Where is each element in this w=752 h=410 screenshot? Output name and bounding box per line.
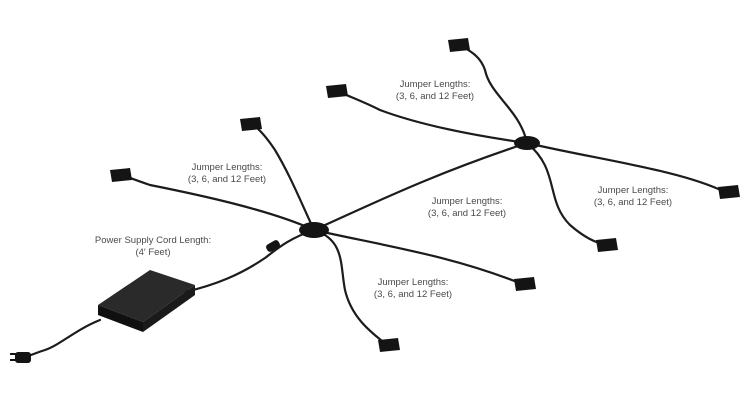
label-line-2: (3, 6, and 12 Feet): [187, 174, 267, 185]
jumper-cable-upper-left: [338, 90, 529, 145]
jumper-cable-bottom: [312, 228, 389, 347]
label-line-1: Power Supply Cord Length:: [94, 235, 212, 246]
power-supply-cord-label: Power Supply Cord Length: (4′ Feet): [88, 235, 218, 259]
connector-left: [110, 168, 132, 182]
label-line-2: (3, 6, and 12 Feet): [395, 91, 475, 102]
power-supply-brick: [98, 270, 195, 332]
label-line-1: Jumper Lengths:: [377, 277, 449, 288]
jumper-length-label-right: Jumper Lengths: (3, 6, and 12 Feet): [578, 185, 688, 209]
label-line-1: Jumper Lengths:: [399, 79, 471, 90]
ac-plug: [10, 352, 31, 363]
jumper-cable-right: [525, 141, 727, 194]
hub-link-cable: [312, 141, 529, 232]
label-line-1: Jumper Lengths:: [597, 185, 669, 196]
jumper-cable-middle-right: [312, 228, 524, 286]
connector-middle-right: [514, 277, 536, 291]
label-line-2: (4′ Feet): [135, 247, 171, 258]
connector-left-upper: [240, 117, 262, 131]
jumper-length-label-bottom: Jumper Lengths: (3, 6, and 12 Feet): [358, 277, 468, 301]
jumper-cable-top: [458, 43, 529, 145]
jumper-cable-lower-right: [525, 141, 607, 247]
label-line-1: Jumper Lengths:: [431, 196, 503, 207]
connector-bottom: [378, 338, 400, 352]
connector-upper-left: [326, 84, 348, 98]
connector-lower-right: [596, 238, 618, 252]
label-line-2: (3, 6, and 12 Feet): [427, 208, 507, 219]
label-line-1: Jumper Lengths:: [191, 162, 263, 173]
hubs: [299, 136, 540, 238]
connector-top: [448, 38, 470, 52]
label-line-2: (3, 6, and 12 Feet): [593, 197, 673, 208]
lower-hub: [299, 222, 329, 238]
label-line-2: (3, 6, and 12 Feet): [373, 289, 453, 300]
connector-right: [718, 185, 740, 199]
ac-cord: [23, 318, 102, 359]
jumper-length-label-left: Jumper Lengths: (3, 6, and 12 Feet): [172, 162, 282, 186]
upper-hub: [514, 136, 540, 150]
cables: [23, 43, 727, 359]
jumper-length-label-top: Jumper Lengths: (3, 6, and 12 Feet): [380, 79, 490, 103]
jumper-length-label-middle: Jumper Lengths: (3, 6, and 12 Feet): [412, 196, 522, 220]
light-connectors: [110, 38, 740, 352]
power-cord: [183, 228, 316, 294]
ferrite-bead: [266, 240, 280, 252]
